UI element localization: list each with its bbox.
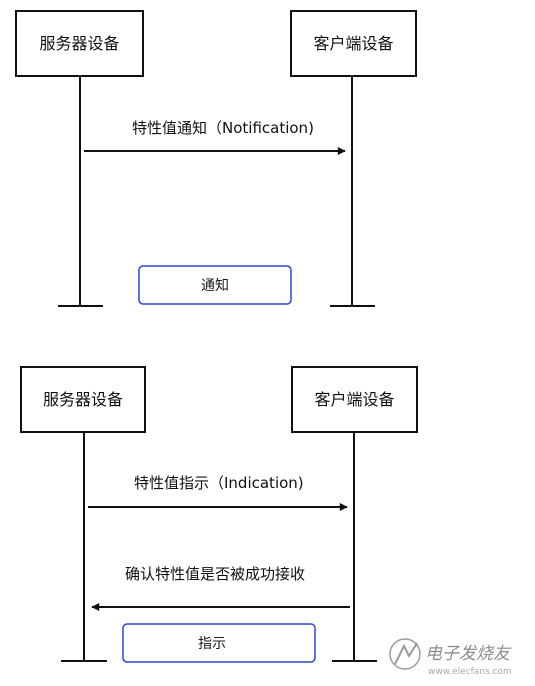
notification-caption-box [138, 265, 292, 305]
client-device-box [290, 10, 417, 77]
panel-notification: 服务器设备 客户端设备 特性值通知（Notification) 通知 [15, 10, 417, 307]
indication-message-label: 特性值指示（Indication) [134, 474, 304, 492]
elecfans-logo-icon [389, 638, 421, 670]
server-device-box [20, 366, 146, 433]
notification-message-label: 特性值通知（Notification) [132, 119, 314, 137]
notification-caption: 通知 [201, 277, 229, 294]
client-device-label: 客户端设备 [313, 34, 393, 53]
confirmation-message-label: 确认特性值是否被成功接收 [125, 565, 305, 583]
server-device-label: 服务器设备 [39, 34, 119, 53]
watermark-text: 电子发烧友 [425, 644, 512, 664]
server-device-label: 服务器设备 [43, 390, 123, 409]
watermark-url: www.elecfans.com [428, 667, 512, 677]
indication-caption: 指示 [198, 636, 226, 652]
server-device-box [15, 10, 144, 77]
panel-indication: 服务器设备 客户端设备 特性值指示（Indication) 确认特性值是否被成功… [20, 366, 418, 663]
indication-caption-box [122, 623, 316, 663]
client-device-box [291, 366, 418, 433]
client-device-label: 客户端设备 [314, 390, 394, 409]
watermark: 电子发烧友 www.elecfans.com [389, 638, 512, 677]
